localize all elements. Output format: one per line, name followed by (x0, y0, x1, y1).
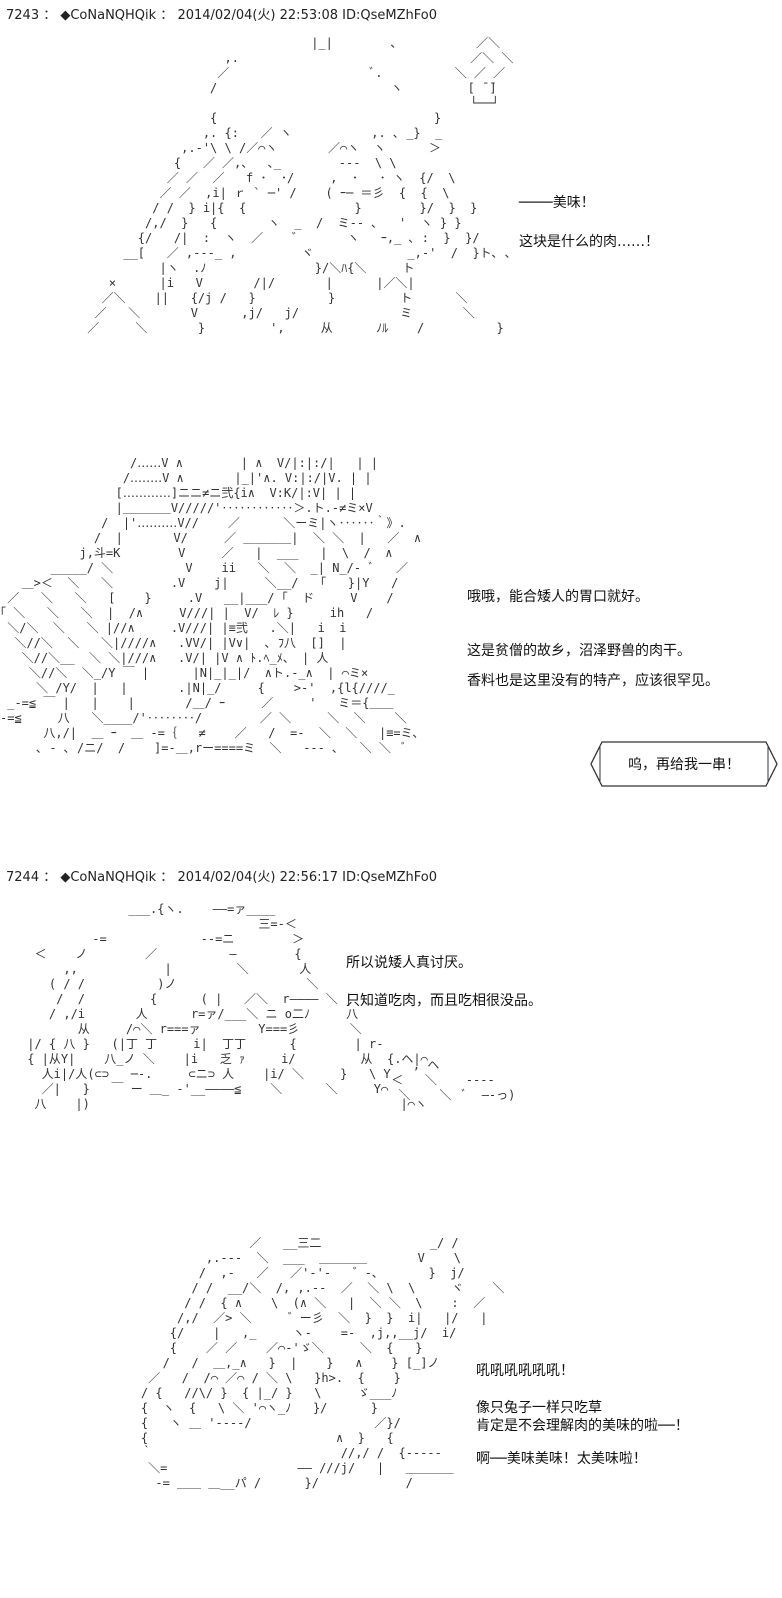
ascii-art-eating-girl: |_| ､ ／＼ ,. ／＼ ＼ ／ ﾞ. ＼ ／ ／ / ヽ [ ̄ (87, 36, 514, 335)
dialogue-line: 肯定是不会理解肉的美味的啦──！ (476, 1418, 689, 1434)
dialogue-line: 香料也是这里没有的特产，应该很罕见。 (467, 673, 719, 689)
dialogue-line: 像只兔子一样只吃草 (476, 1400, 602, 1416)
dialogue-line: 这块是什么的肉……！ (519, 234, 659, 250)
dialogue-line: 所以说矮人真讨厌。 (346, 955, 472, 971)
post-header-7244: 7244 ： ◆CoNaNQHQik ： 2014/02/04(火) 22:56… (6, 870, 437, 885)
post-header-7243: 7243 ： ◆CoNaNQHQik ： 2014/02/04(火) 22:53… (6, 8, 437, 23)
ascii-art-elf-face: ___.{ヽ. ――=ァ____ 三=-＜ -= ‐‐=ニ ＞ ＜ ノ ／ ― … (27, 902, 428, 1111)
ascii-art-monk-and-dwarf: /‥‥‥V ∧ | ∧ V/|:|:/| | | /‥‥‥‥V ∧ |_|'∧.… (0, 456, 422, 755)
dialogue-line: 啊──美味美味！太美味啦！ (476, 1451, 647, 1467)
speech-bubble-text: 呜，再给我一串！ (628, 757, 740, 773)
speech-bubble (590, 741, 778, 787)
dialogue-line: 这是贫僧的故乡，沼泽野兽的肉干。 (467, 643, 691, 659)
ascii-art-laughing-dwarf: ／ __三二 _/ / ,.-‐‐ ＼ ___ ＿＿＿＿ V \ / ,- ／ … (140, 1236, 505, 1490)
ascii-art-sweat-mark: , ヘ ＜ ＼ ‐‐-- ＼ ＼ ﾞ ―‐っ) (391, 1058, 516, 1102)
dialogue-line: 只知道吃肉，而且吃相很没品。 (346, 993, 542, 1009)
dialogue-line: 哦哦，能合矮人的胃口就好。 (467, 589, 649, 605)
dialogue-line: 吼吼吼吼吼吼！ (476, 1363, 574, 1379)
dialogue-line: ────美味！ (519, 195, 595, 211)
